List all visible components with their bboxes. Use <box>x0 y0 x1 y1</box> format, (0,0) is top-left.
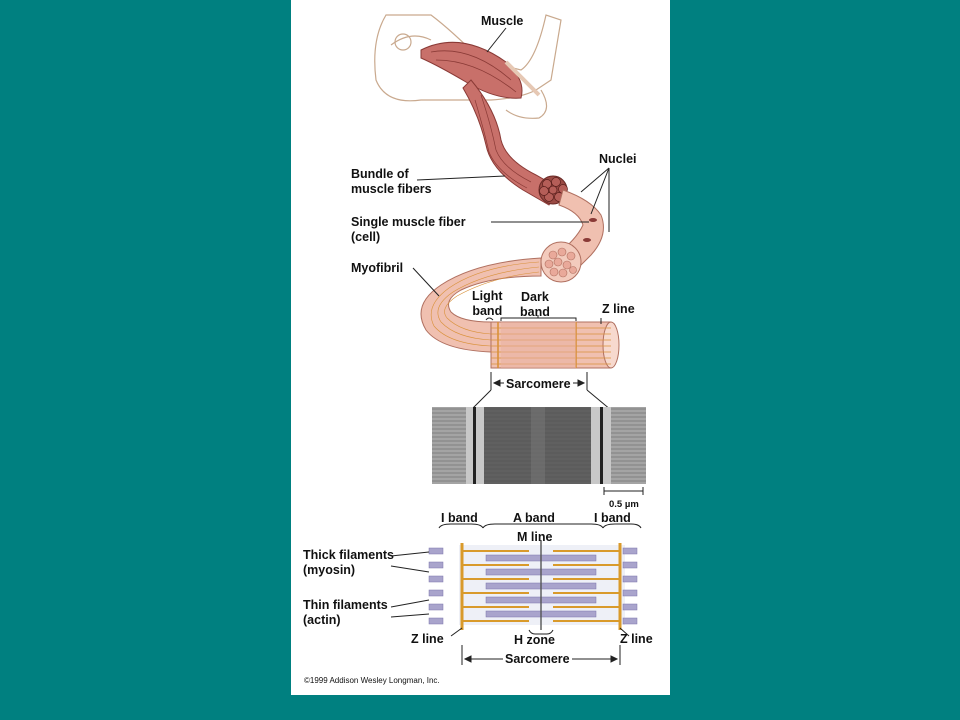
label-thin-filaments: Thin filaments (actin) <box>303 598 388 628</box>
label-bundle-line2: muscle fibers <box>351 182 432 196</box>
filament-diagram <box>428 540 638 630</box>
bottom-band-brackets <box>438 523 642 529</box>
label-i-band-left: I band <box>441 511 478 525</box>
muscle-belly <box>420 41 541 99</box>
label-dark-band: Dark band <box>520 290 550 320</box>
label-m-line: M line <box>517 530 553 544</box>
label-single-fiber: Single muscle fiber (cell) <box>351 215 466 245</box>
leader-lines <box>390 27 630 637</box>
label-muscle: Muscle <box>481 14 524 28</box>
label-thick-line1: Thick filaments <box>303 548 394 562</box>
label-z-line-left: Z line <box>411 632 444 646</box>
label-sarcomere-top: Sarcomere <box>504 377 573 392</box>
label-z-line-right: Z line <box>620 632 653 646</box>
myofibril <box>420 257 620 369</box>
label-single-fiber-line1: Single muscle fiber <box>351 215 466 229</box>
label-bundle-line1: Bundle of <box>351 167 409 181</box>
label-dark-band-line1: Dark <box>521 290 549 304</box>
label-scale: 0.5 µm <box>609 499 639 510</box>
label-thin-line1: Thin filaments <box>303 598 388 612</box>
diagram-panel: Muscle Bundle of muscle fibers Nuclei Si… <box>291 0 670 695</box>
label-thick-filaments: Thick filaments (myosin) <box>303 548 394 578</box>
label-light-band: Light band <box>472 289 503 319</box>
label-bundle: Bundle of muscle fibers <box>351 167 432 197</box>
label-nuclei: Nuclei <box>599 152 637 166</box>
label-sarcomere-bottom: Sarcomere <box>503 652 572 667</box>
scale-bar <box>603 487 644 495</box>
band-brackets <box>485 315 602 324</box>
label-myofibril: Myofibril <box>351 261 404 275</box>
muscle-structure-illustration <box>374 14 646 665</box>
label-dark-band-line2: band <box>520 305 550 319</box>
copyright-notice: ©1999 Addison Wesley Longman, Inc. <box>304 676 440 685</box>
label-light-band-line2: band <box>472 304 503 318</box>
label-light-band-line1: Light <box>472 289 503 303</box>
label-thin-line2: (actin) <box>303 613 341 627</box>
single-muscle-fiber <box>450 189 604 284</box>
label-i-band-right: I band <box>594 511 631 525</box>
label-z-line-top: Z line <box>602 302 635 316</box>
label-a-band: A band <box>513 511 555 525</box>
electron-micrograph <box>432 407 646 484</box>
label-h-zone: H zone <box>514 633 555 647</box>
label-single-fiber-line2: (cell) <box>351 230 381 244</box>
muscle-bundle <box>462 79 568 206</box>
label-thick-line2: (myosin) <box>303 563 356 577</box>
